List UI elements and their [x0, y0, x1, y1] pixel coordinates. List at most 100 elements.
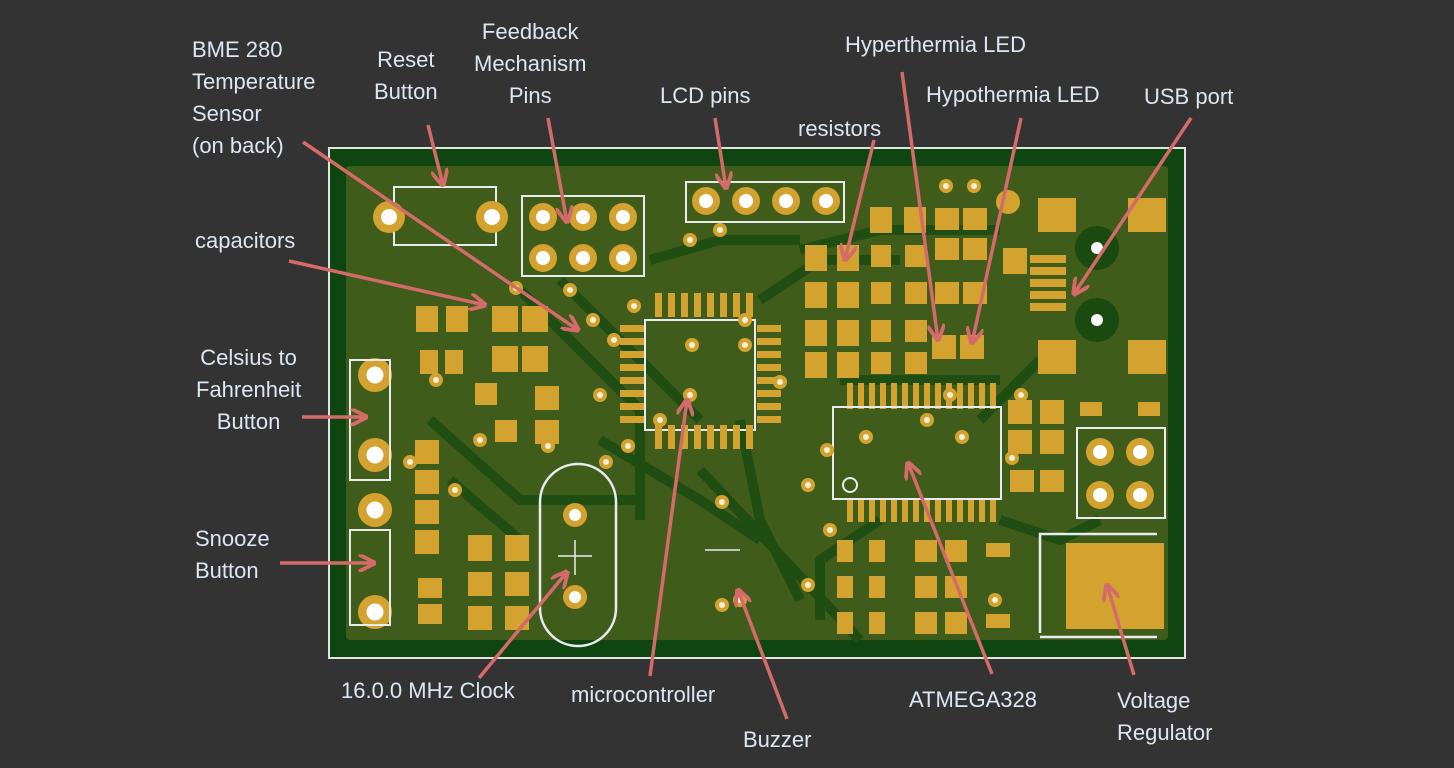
resistor-pad: [837, 320, 859, 346]
label-buzzer: Buzzer: [743, 727, 812, 752]
usb-pin: [1030, 255, 1066, 263]
usb-hole: [1091, 314, 1103, 326]
mcu-pin: [668, 293, 675, 317]
via-hole: [777, 379, 783, 385]
atmega-pin: [990, 498, 996, 522]
label-resistors: resistors: [798, 116, 882, 141]
label-usb-port: USB port: [1144, 84, 1234, 109]
mcu-pin: [757, 403, 781, 410]
trace: [815, 515, 883, 620]
label-snooze-button: Snooze Button: [195, 526, 270, 583]
smd-pad: [475, 383, 497, 405]
smd-pad: [492, 346, 518, 372]
drill-hole: [366, 446, 384, 464]
label-lcd-pins: LCD pins: [660, 83, 751, 108]
via-hole: [657, 417, 663, 423]
mcu-pin: [620, 338, 644, 345]
smd-pad: [986, 543, 1010, 557]
capacitors-arrow: [288, 259, 485, 305]
via-hole: [625, 443, 631, 449]
label-hypothermia-led: Hypothermia LED: [926, 82, 1100, 107]
via-hole: [687, 392, 693, 398]
trace: [648, 235, 800, 265]
atmega-pin: [957, 383, 963, 409]
atmega-pin: [902, 383, 908, 409]
mcu-pin: [668, 425, 675, 449]
via-hole: [742, 342, 748, 348]
via-hole: [719, 602, 725, 608]
via-hole: [433, 377, 439, 383]
usb-pin: [1030, 303, 1066, 311]
drill-hole: [484, 209, 500, 225]
smd-pad: [415, 440, 439, 464]
drill-hole: [819, 194, 833, 208]
smd-pad: [1003, 248, 1027, 274]
resistor-pad: [805, 245, 827, 271]
mcu-pin: [620, 325, 644, 332]
drill-hole: [1093, 488, 1107, 502]
resistor-pad: [905, 320, 927, 342]
smd-pad: [492, 306, 518, 332]
hyperthermia-led-pad: [932, 335, 956, 359]
resistor-pad: [945, 612, 967, 634]
via-hole: [1009, 455, 1015, 461]
atmega-pin: [858, 498, 864, 522]
smd-pad: [1040, 400, 1064, 424]
atmega-pin: [979, 498, 985, 522]
via-hole: [590, 317, 596, 323]
resistor-pad: [871, 245, 891, 267]
mcu-pin: [757, 390, 781, 397]
mcu-pin: [620, 416, 644, 423]
microcontroller-arrow: [648, 400, 687, 677]
atmega-pin: [913, 498, 919, 522]
snooze-button-outline: [349, 529, 391, 626]
atmega-pin1-marker: [842, 477, 858, 493]
via-hole: [1018, 392, 1024, 398]
mcu-pin: [746, 425, 753, 449]
atmega-pin: [869, 383, 875, 409]
smd-pad: [468, 606, 492, 630]
clock-arrow: [477, 572, 567, 680]
feedback-header-outline: [521, 195, 645, 277]
mcu-pin: [620, 377, 644, 384]
smd-pad: [1010, 470, 1034, 492]
resistor-pad: [905, 245, 927, 267]
mcu-pin: [757, 325, 781, 332]
smd-pad: [963, 208, 987, 230]
smd-pad: [415, 470, 439, 494]
smd-pad: [505, 606, 529, 630]
via-hole: [717, 227, 723, 233]
label-feedback-pins: Feedback Mechanism Pins: [474, 19, 587, 108]
smd-pad: [420, 350, 438, 374]
via-hole: [603, 459, 609, 465]
label-hyperthermia-led: Hyperthermia LED: [845, 32, 1026, 57]
via-hole: [631, 303, 637, 309]
mcu-pin: [655, 425, 662, 449]
buzzer-arrow: [738, 590, 789, 720]
resistor-pad: [805, 282, 827, 308]
smd-pad: [535, 386, 559, 410]
mcu-pin: [720, 293, 727, 317]
atmega-pin: [880, 383, 886, 409]
via-hole: [452, 487, 458, 493]
via-hole: [719, 499, 725, 505]
label-reset-button: Reset Button: [374, 47, 438, 104]
usb-hole: [1091, 242, 1103, 254]
atmega-pin: [924, 383, 930, 409]
via-hole: [827, 527, 833, 533]
resistor-pad: [869, 612, 885, 634]
reset-arrow: [426, 124, 443, 185]
via-hole: [742, 317, 748, 323]
smd-pad: [468, 535, 492, 561]
atmega-pin: [990, 383, 996, 409]
via-hole: [687, 237, 693, 243]
resistor-pad: [915, 576, 937, 598]
smd-pad: [935, 208, 959, 230]
drill-hole: [616, 251, 630, 265]
smd-pad: [935, 238, 959, 260]
drill-hole: [536, 210, 550, 224]
feedback-arrow: [546, 117, 567, 222]
usb-mount-pad: [1038, 340, 1076, 374]
atmega-pin: [847, 498, 853, 522]
